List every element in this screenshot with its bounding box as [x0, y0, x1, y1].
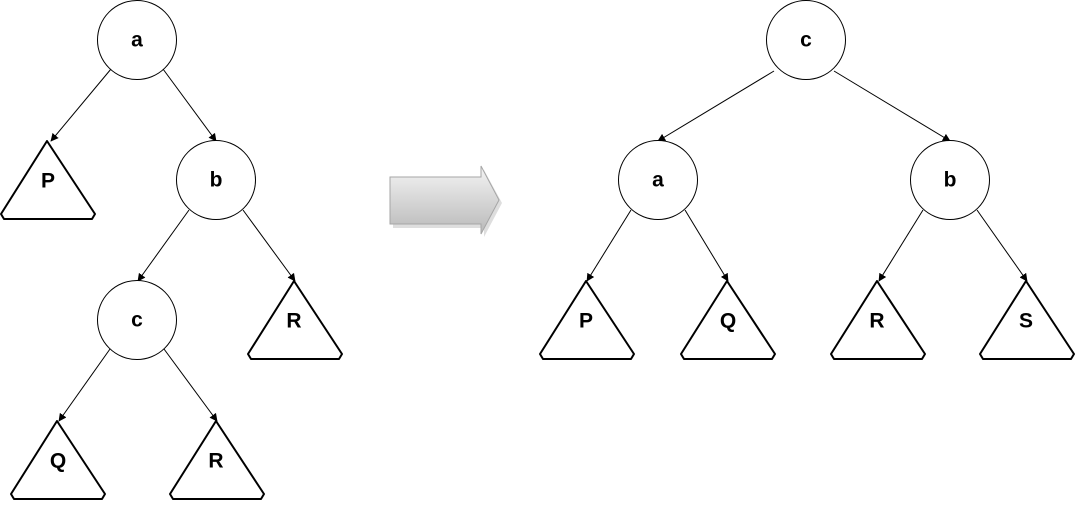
node-c-root-label: c: [800, 29, 812, 52]
node-b-right-label: b: [944, 169, 957, 192]
subtree-s-right-label: S: [1019, 310, 1033, 333]
node-b: b: [176, 140, 256, 220]
subtree-q-right: Q: [680, 280, 776, 360]
node-b-label: b: [210, 169, 223, 192]
edge-b-to-r: [878, 209, 924, 282]
node-a-label: a: [131, 29, 143, 52]
edge-a-to-p: [586, 209, 632, 282]
subtree-q-right-label: Q: [720, 310, 736, 333]
node-c: c: [97, 280, 177, 360]
subtree-p-right-label: P: [579, 310, 593, 333]
subtree-q: Q: [10, 420, 106, 500]
node-b-right: b: [910, 140, 990, 220]
edge-b-to-s: [976, 209, 1028, 282]
node-c-root: c: [766, 0, 846, 80]
right-arrow-icon: [389, 165, 502, 237]
subtree-r-upper-label: R: [286, 310, 301, 333]
edge-a-to-q: [684, 209, 729, 282]
node-a-right: a: [618, 140, 698, 220]
edge-c-to-b: [833, 70, 951, 142]
edge-a-to-p: [50, 68, 112, 142]
left-tree-edges: [50, 68, 296, 422]
node-a: a: [97, 0, 177, 80]
subtree-p: P: [0, 140, 96, 220]
subtree-r-lower: R: [169, 420, 265, 500]
right-tree: c a b P Q R S: [539, 0, 1075, 360]
edge-c-to-r: [163, 348, 218, 422]
edge-c-to-q: [58, 348, 111, 422]
subtree-r-right-label: R: [869, 310, 884, 333]
right-tree-edges: [586, 70, 1028, 282]
subtree-p-right: P: [539, 280, 635, 360]
subtree-r-right: R: [830, 280, 926, 360]
subtree-r-upper: R: [247, 280, 343, 360]
edge-b-to-c: [137, 209, 190, 282]
subtree-s-right: S: [979, 280, 1075, 360]
node-c-label: c: [131, 309, 143, 332]
edge-c-to-a: [657, 70, 775, 142]
subtree-q-label: Q: [50, 450, 66, 473]
edge-a-to-b: [162, 68, 217, 142]
subtree-p-label: P: [41, 170, 55, 193]
node-a-right-label: a: [652, 169, 664, 192]
subtree-r-lower-label: R: [208, 450, 223, 473]
left-tree: a b c P R Q R: [0, 0, 343, 500]
edge-b-to-r: [242, 209, 296, 282]
